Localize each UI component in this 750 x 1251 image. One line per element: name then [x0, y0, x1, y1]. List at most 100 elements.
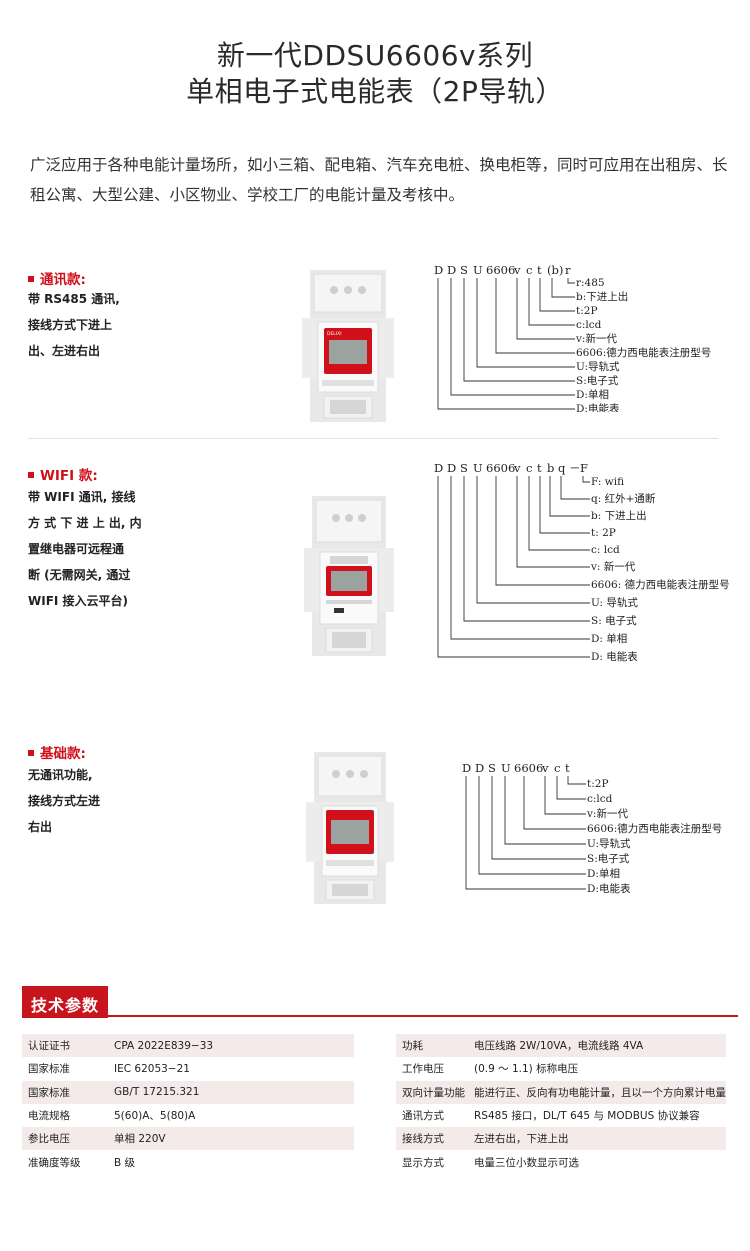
params-header: 技术参数	[22, 986, 738, 1020]
model-code-diagram-wifi: D D S U 6606 v c t b q － F F: wifi q: 红外…	[434, 461, 730, 663]
code-label: t:2P	[576, 305, 598, 317]
spec-key: 认证证书	[22, 1034, 108, 1058]
code-label: c:lcd	[587, 793, 613, 805]
code-letter: U	[473, 461, 483, 475]
spec-key: 国家标准	[22, 1057, 108, 1081]
code-letter: (b)	[547, 263, 563, 277]
page-title-line1: 新一代DDSU6606v系列	[216, 39, 534, 72]
code-label: S:电子式	[587, 852, 630, 865]
section-title-basic: 基础款:	[28, 742, 86, 762]
code-letter: 6606	[486, 461, 515, 475]
params-title: 技术参数	[31, 996, 100, 1015]
code-label: D:单相	[576, 388, 609, 401]
section-title-rs485: 通讯款:	[28, 268, 86, 288]
code-letter: v	[513, 461, 521, 475]
code-label: 6606:德力西电能表注册型号	[576, 346, 711, 359]
code-letter: U	[501, 761, 511, 775]
code-label: v:新一代	[575, 332, 617, 345]
square-bullet-icon	[28, 472, 34, 478]
spec-value: (0.9 ～ 1.1) 标称电压	[468, 1057, 726, 1081]
code-letter: c	[554, 761, 560, 775]
spec-key: 准确度等级	[22, 1150, 108, 1174]
code-letter: b	[547, 461, 554, 475]
code-label: S:电子式	[576, 374, 619, 387]
brand-label: DELIXI	[327, 331, 342, 337]
code-label: D: 单相	[591, 632, 627, 645]
square-bullet-icon	[28, 276, 34, 282]
spec-value: 电压线路 2W/10VA，电流线路 4VA	[468, 1034, 726, 1058]
code-label: t: 2P	[591, 527, 616, 539]
section-desc-rs485: 带 RS485 通讯, 接线方式下进上 出、左进右出	[28, 286, 120, 364]
spec-key: 参比电压	[22, 1127, 108, 1151]
code-label: v:新一代	[586, 807, 628, 820]
desc-line: 右出	[28, 820, 53, 834]
code-letter: D	[475, 761, 484, 775]
code-letter: r	[565, 263, 571, 277]
spec-value: CPA 2022E839−33	[108, 1034, 354, 1058]
spec-key: 国家标准	[22, 1080, 108, 1104]
code-label: q: 红外+通断	[591, 492, 656, 505]
code-label: v: 新一代	[590, 560, 636, 573]
code-letter: S	[460, 461, 468, 475]
spec-key: 通讯方式	[396, 1103, 468, 1128]
params-header-rule	[102, 1015, 738, 1017]
code-letter: c	[526, 263, 532, 277]
section-title-wifi: WIFI 款:	[28, 464, 98, 484]
code-letter: S	[460, 263, 468, 277]
code-label: b:下进上出	[576, 290, 628, 303]
desc-line: 接线方式下进上	[28, 318, 113, 332]
desc-line: 无通讯功能,	[28, 768, 93, 782]
desc-line: 方 式 下 进 上 出, 内	[28, 516, 142, 530]
spec-value: 左进右出，下进上出	[468, 1127, 726, 1151]
desc-line: 断 (无需网关, 通过	[28, 568, 131, 582]
code-letter: 6606	[486, 263, 515, 277]
code-letter: v	[513, 263, 521, 277]
code-letter: D	[434, 461, 443, 475]
spec-value: RS485 接口，DL/T 645 与 MODBUS 协议兼容	[468, 1103, 726, 1128]
code-letter: t	[537, 263, 542, 277]
code-label: F: wifi	[591, 476, 624, 488]
section-title-text: 基础款:	[40, 746, 86, 762]
table-row: 工作电压(0.9 ～ 1.1) 标称电压	[396, 1057, 726, 1081]
page-title-line2: 单相电子式电能表（2P导轨）	[186, 75, 564, 108]
code-letter: F	[580, 461, 588, 475]
code-label: D: 电能表	[591, 650, 638, 663]
spec-key: 工作电压	[396, 1057, 468, 1081]
spec-value: 电量三位小数显示可选	[468, 1150, 726, 1174]
square-bullet-icon	[28, 750, 34, 756]
spec-key: 接线方式	[396, 1127, 468, 1151]
code-letter: c	[526, 461, 532, 475]
model-code-diagram-basic: D D S U 6606 v c t t:2P c:lcd v:新一代 6606…	[462, 761, 722, 894]
intro-paragraph: 广泛应用于各种电能计量场所，如小三箱、配电箱、汽车充电桩、换电柜等，同时可应用在…	[30, 156, 728, 204]
section-desc-wifi: 带 WIFI 通讯, 接线 方 式 下 进 上 出, 内 置继电器可远程通 断 …	[28, 484, 142, 614]
section-title-text: 通讯款:	[40, 272, 86, 288]
spec-value: GB/T 17215.321	[108, 1080, 354, 1104]
spec-key: 显示方式	[396, 1150, 468, 1174]
code-letter: 6606	[514, 761, 543, 775]
desc-line: 带 WIFI 通讯, 接线	[28, 490, 136, 504]
code-letter: D	[447, 461, 456, 475]
code-label: t:2P	[587, 778, 609, 790]
spec-value: IEC 62053−21	[108, 1057, 354, 1081]
code-label: U:导轨式	[587, 837, 631, 850]
section-title-text: WIFI 款:	[40, 468, 98, 484]
spec-table-right: 功耗电压线路 2W/10VA，电流线路 4VA 工作电压(0.9 ～ 1.1) …	[396, 1034, 726, 1174]
table-row: 显示方式电量三位小数显示可选	[396, 1150, 726, 1174]
code-label: r:485	[576, 277, 605, 289]
code-letter: q	[558, 461, 566, 475]
spec-value: 能进行正、反向有功电能计量，且以一个方向累计电量	[468, 1080, 726, 1104]
model-code-diagram-rs485: D D S U 6606 v c t (b) r r:485 b:下进上出 t:…	[434, 263, 711, 412]
code-label: D:电能表	[576, 402, 620, 412]
table-row: 功耗电压线路 2W/10VA，电流线路 4VA	[396, 1034, 726, 1058]
code-label: U: 导轨式	[591, 596, 638, 609]
table-row: 双向计量功能能进行正、反向有功电能计量，且以一个方向累计电量	[396, 1080, 726, 1104]
code-letter: D	[434, 263, 443, 277]
desc-line: 带 RS485 通讯,	[28, 292, 120, 306]
desc-line: 出、左进右出	[28, 344, 101, 358]
spec-value: B 级	[108, 1150, 354, 1174]
